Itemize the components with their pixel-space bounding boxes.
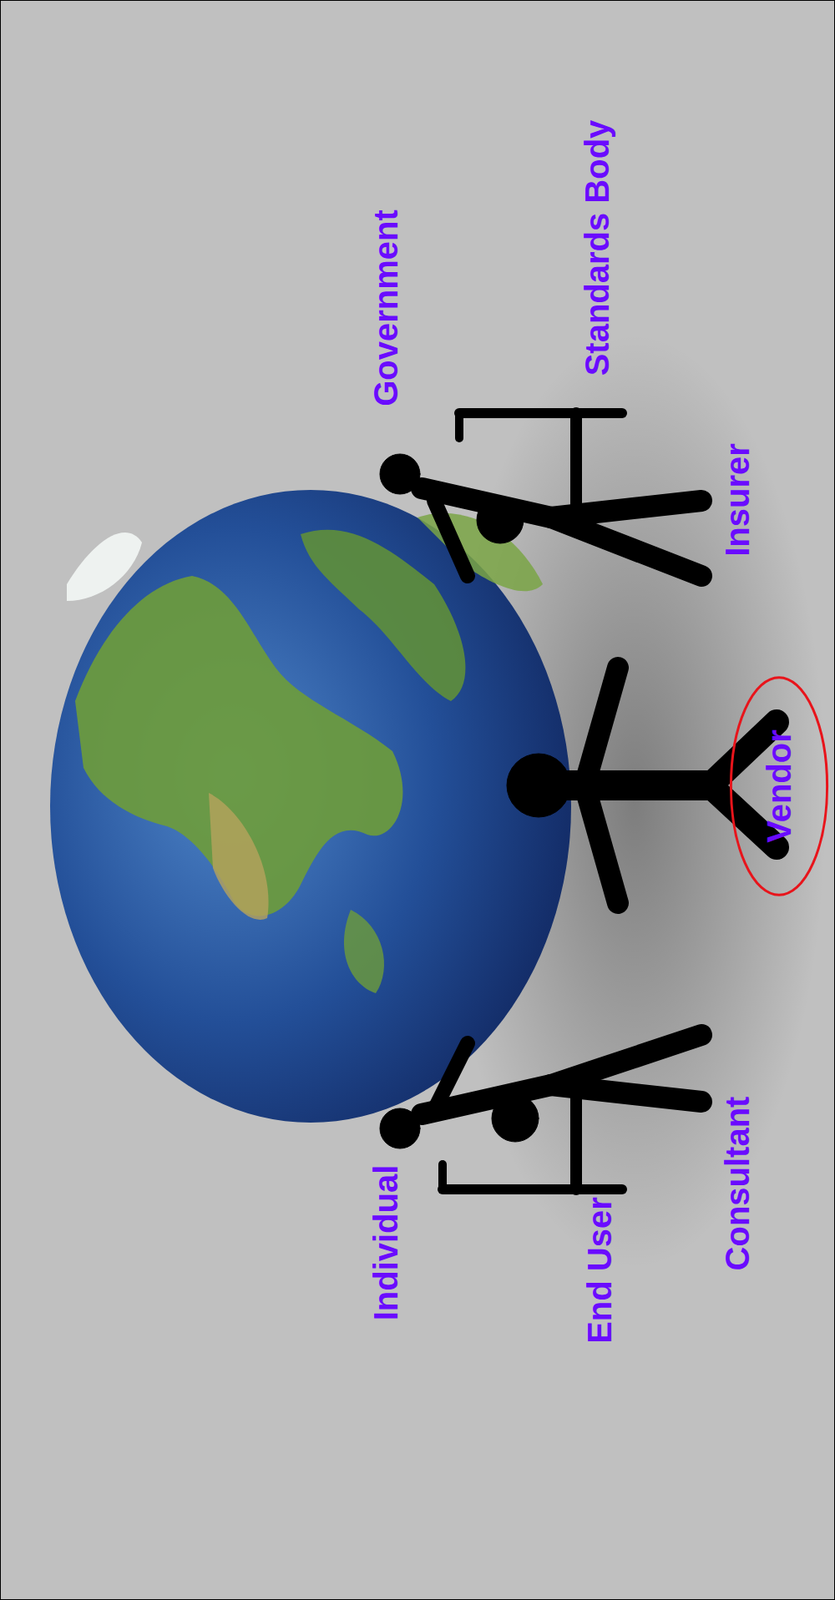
highlight-ellipse: Vendor xyxy=(728,675,830,898)
role-label: Standards Body xyxy=(580,120,614,377)
role-label: Consultant xyxy=(720,1097,755,1272)
role-label: Individual xyxy=(369,1165,403,1322)
role-label: Insurer xyxy=(720,443,755,557)
role-label: End User xyxy=(582,1197,617,1345)
role-label: Government xyxy=(369,209,403,407)
node-label: Vendor xyxy=(762,729,796,844)
